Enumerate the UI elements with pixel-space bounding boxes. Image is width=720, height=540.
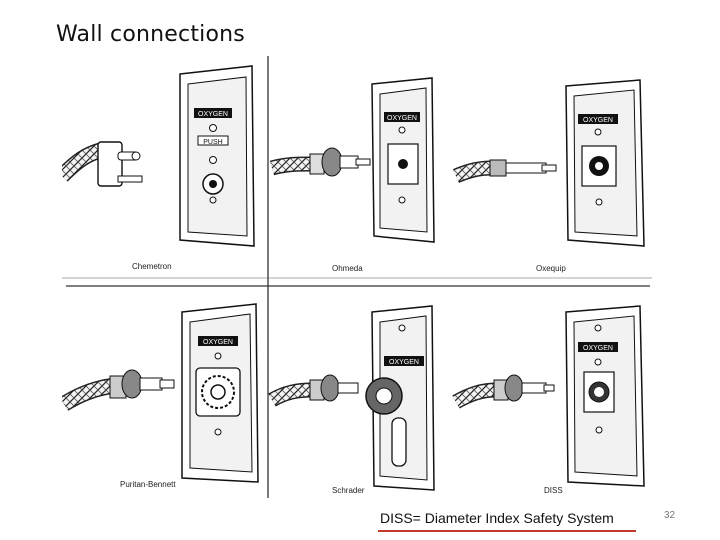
wall-connections-illustration: OXYGEN PUSH OXYGEN bbox=[62, 56, 652, 498]
slide-number: 32 bbox=[664, 510, 676, 521]
plate-label-chemetron bbox=[194, 108, 232, 118]
svg-text:OXYGEN: OXYGEN bbox=[203, 339, 233, 346]
panel-label-puritan-bennett: Puritan-Bennett bbox=[120, 480, 176, 489]
svg-text:OXYGEN: OXYGEN bbox=[389, 359, 419, 366]
panel-label-ohmeda: Ohmeda bbox=[332, 264, 363, 273]
panel-chemetron: OXYGEN PUSH bbox=[62, 65, 255, 247]
panel-oxequip: OXYGEN bbox=[453, 79, 645, 247]
wall-connections-figure: OXYGEN PUSH OXYGEN bbox=[62, 50, 652, 502]
panel-label-chemetron: Chemetron bbox=[132, 262, 172, 271]
svg-text:OXYGEN: OXYGEN bbox=[387, 115, 417, 122]
panel-label-diss: DISS bbox=[544, 486, 563, 495]
caption-underline bbox=[378, 530, 636, 532]
panel-schrader: OXYGEN bbox=[268, 305, 435, 491]
panel-diss: OXYGEN bbox=[452, 305, 645, 487]
slide-title: Wall connections bbox=[56, 22, 245, 47]
panel-ohmeda: OXYGEN bbox=[269, 77, 435, 243]
svg-text:OXYGEN: OXYGEN bbox=[583, 117, 613, 124]
svg-text:PUSH: PUSH bbox=[203, 139, 222, 146]
svg-text:OXYGEN: OXYGEN bbox=[198, 111, 228, 118]
panel-label-oxequip: Oxequip bbox=[536, 264, 566, 273]
panel-puritan-bennett: OXYGEN bbox=[62, 303, 259, 483]
svg-text:OXYGEN: OXYGEN bbox=[583, 345, 613, 352]
figure-caption: DISS= Diameter Index Safety System bbox=[380, 510, 614, 526]
panel-label-schrader: Schrader bbox=[332, 486, 365, 495]
